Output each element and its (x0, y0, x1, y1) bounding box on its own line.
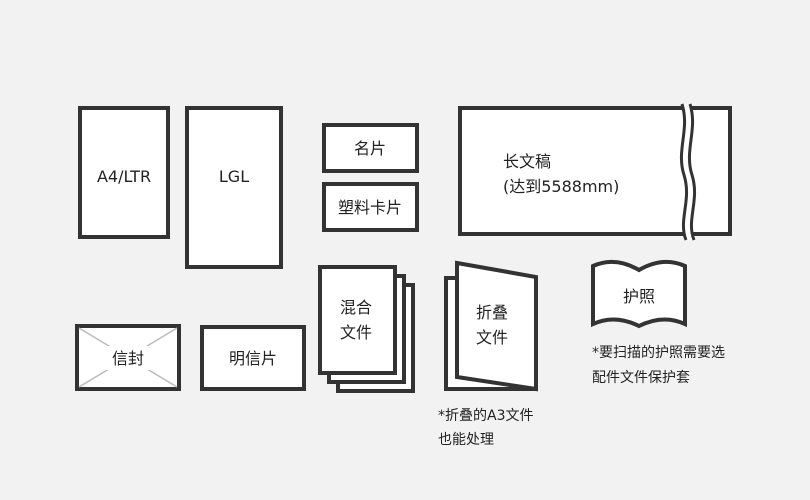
business-card: 名片 (322, 123, 419, 173)
plastic-card: 塑料卡片 (322, 182, 419, 232)
mixed-documents: 混合 文件 (318, 265, 415, 393)
passport-note-line2: 配件文件保护套 (592, 370, 690, 386)
long-document: 长文稿 (达到5588mm) (458, 103, 732, 241)
folded-label-line2: 文件 (476, 328, 508, 347)
postcard-label: 明信片 (229, 349, 277, 368)
mixed-label-line1: 混合 (340, 298, 372, 317)
a4-ltr-document: A4/LTR (78, 106, 170, 239)
legal-document: LGL (185, 106, 283, 269)
a4-label: A4/LTR (97, 167, 151, 186)
envelope: 信封 (75, 324, 181, 391)
folded-document: 折叠 文件 (444, 260, 538, 392)
postcard: 明信片 (200, 325, 306, 391)
long-document-length: (达到5588mm) (503, 177, 619, 196)
folded-note-line1: *折叠的A3文件 (438, 408, 533, 424)
passport: 护照 (591, 259, 687, 329)
folded-label-line1: 折叠 (476, 303, 508, 322)
envelope-label: 信封 (112, 349, 144, 368)
folded-note-line2: 也能处理 (438, 432, 494, 448)
long-document-title: 长文稿 (503, 152, 551, 171)
open-book-icon (591, 259, 687, 329)
plastic-card-label: 塑料卡片 (338, 198, 402, 217)
business-card-label: 名片 (354, 139, 386, 158)
passport-note-line1: *要扫描的护照需要选 (592, 345, 725, 361)
passport-label: 护照 (623, 287, 655, 306)
mixed-label-line2: 文件 (340, 323, 372, 342)
lgl-label: LGL (219, 167, 249, 186)
break-line-icon (679, 103, 689, 241)
